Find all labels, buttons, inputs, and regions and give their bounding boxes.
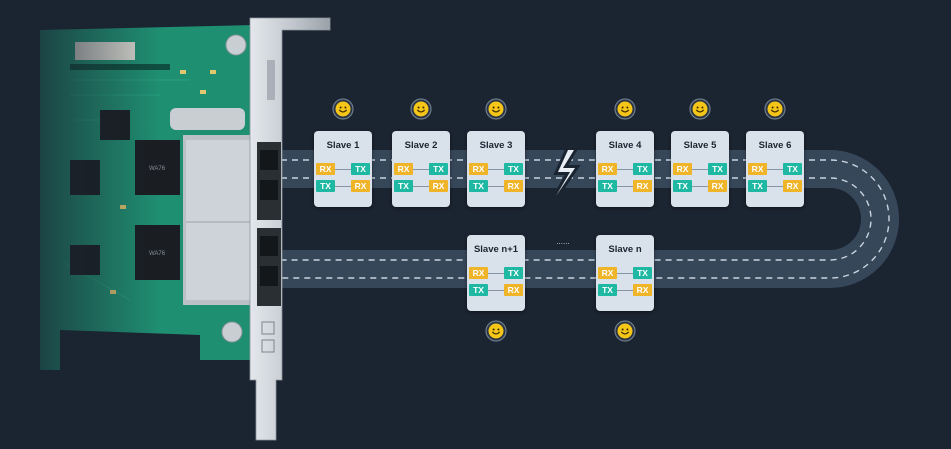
slave-node: Slave 6 RX TX TX RX <box>746 131 804 207</box>
port-link-line <box>413 169 429 170</box>
rx-port-label: RX <box>748 163 767 175</box>
smiley-icon <box>614 98 636 120</box>
port-link-line <box>488 186 504 187</box>
slave-node: Slave 1 RX TX TX RX <box>314 131 372 207</box>
slave-name: Slave 4 <box>608 140 642 151</box>
port-link-line <box>617 290 633 291</box>
slave-node: Slave 4 RX TX TX RX <box>596 131 654 207</box>
port-link-line <box>617 273 633 274</box>
cable-track <box>270 150 899 288</box>
rx-port-label: RX <box>783 180 802 192</box>
tx-port-label: TX <box>633 267 652 279</box>
rx-port-label: RX <box>598 267 617 279</box>
tx-port-label: TX <box>748 180 767 192</box>
port-link-line <box>335 186 351 187</box>
lightning-break-icon <box>553 147 581 198</box>
chain-ellipsis: ...... <box>556 237 569 246</box>
smiley-icon <box>332 98 354 120</box>
port-link-line <box>488 169 504 170</box>
rx-port-label: RX <box>316 163 335 175</box>
rx-port-label: RX <box>351 180 370 192</box>
port-link-line <box>767 186 783 187</box>
slave-node: Slave n RX TX TX RX <box>596 235 654 311</box>
tx-port-label: TX <box>708 163 727 175</box>
network-card-illustration: WA76 WA76 <box>0 0 255 449</box>
tx-port-label: TX <box>316 180 335 192</box>
port-link-line <box>692 169 708 170</box>
slave-name: Slave 2 <box>404 140 438 151</box>
port-link-line <box>617 186 633 187</box>
slave-node: Slave 5 RX TX TX RX <box>671 131 729 207</box>
slave-name: Slave 3 <box>479 140 513 151</box>
slave-node: Slave 3 RX TX TX RX <box>467 131 525 207</box>
port-link-line <box>413 186 429 187</box>
slave-node: Slave 2 RX TX TX RX <box>392 131 450 207</box>
slave-name: Slave n+1 <box>473 244 519 255</box>
rx-port-label: RX <box>633 180 652 192</box>
rx-port-label: RX <box>469 267 488 279</box>
tx-port-label: TX <box>351 163 370 175</box>
rx-port-label: RX <box>394 163 413 175</box>
tx-port-label: TX <box>469 284 488 296</box>
rj45-port <box>257 228 281 306</box>
rj45-port <box>257 142 281 220</box>
rx-port-label: RX <box>708 180 727 192</box>
port-link-line <box>488 290 504 291</box>
smiley-icon <box>614 320 636 342</box>
port-link-line <box>617 169 633 170</box>
smiley-icon <box>689 98 711 120</box>
smiley-icon <box>485 98 507 120</box>
port-link-line <box>488 273 504 274</box>
smiley-icon <box>410 98 432 120</box>
port-link-line <box>335 169 351 170</box>
tx-port-label: TX <box>598 284 617 296</box>
rx-port-label: RX <box>504 284 523 296</box>
tx-port-label: TX <box>504 267 523 279</box>
slave-name: Slave 5 <box>683 140 717 151</box>
slave-name: Slave 6 <box>758 140 792 151</box>
port-link-line <box>767 169 783 170</box>
tx-port-label: TX <box>394 180 413 192</box>
rx-port-label: RX <box>469 163 488 175</box>
tx-port-label: TX <box>673 180 692 192</box>
tx-port-label: TX <box>429 163 448 175</box>
tx-port-label: TX <box>469 180 488 192</box>
smiley-icon <box>764 98 786 120</box>
tx-port-label: TX <box>783 163 802 175</box>
rx-port-label: RX <box>633 284 652 296</box>
pci-bracket <box>249 17 331 441</box>
rx-port-label: RX <box>429 180 448 192</box>
rx-port-label: RX <box>598 163 617 175</box>
rx-port-label: RX <box>673 163 692 175</box>
tx-port-label: TX <box>633 163 652 175</box>
rx-port-label: RX <box>504 180 523 192</box>
slave-name: Slave 1 <box>326 140 360 151</box>
smiley-icon <box>485 320 507 342</box>
tx-port-label: TX <box>598 180 617 192</box>
port-link-line <box>692 186 708 187</box>
slave-name: Slave n <box>608 244 642 255</box>
tx-port-label: TX <box>504 163 523 175</box>
